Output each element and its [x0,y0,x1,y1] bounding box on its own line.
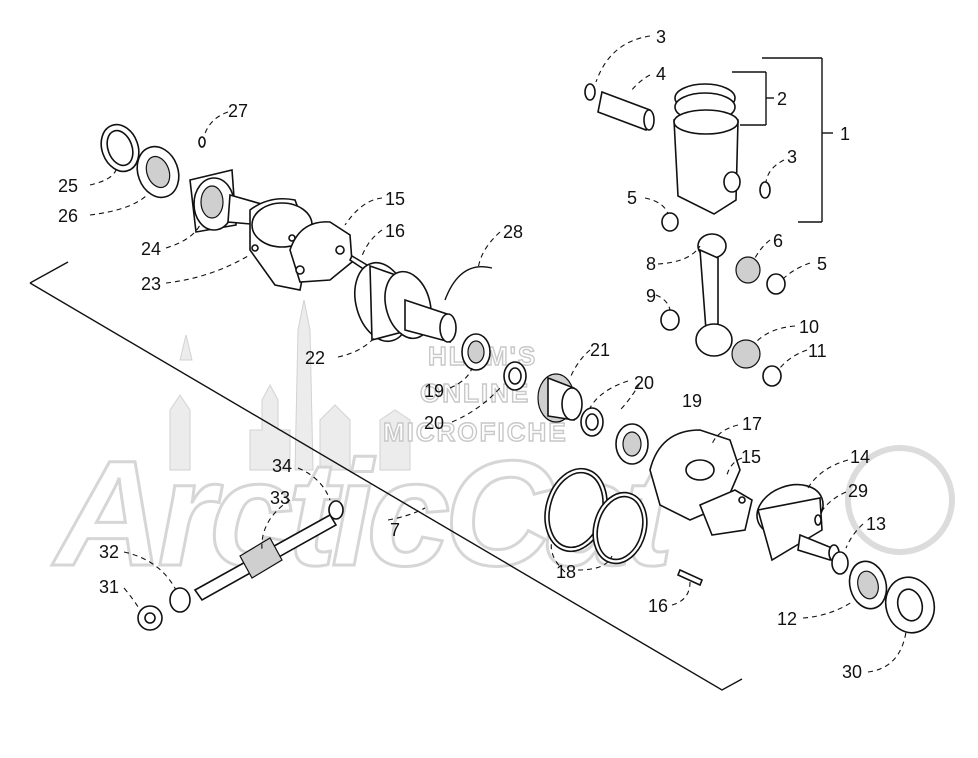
crank-half-left [189,169,313,291]
pin-29 [814,514,822,526]
piston-group [584,83,786,387]
callout-3b: 3 [787,147,797,167]
callout-3a: 3 [656,27,666,47]
watermark-wheel [845,445,955,555]
weight-15-upper [289,221,353,283]
callout-12: 12 [777,609,797,629]
bearing-19-right [615,423,649,465]
callout-20a: 20 [424,413,444,433]
circlip-3a [584,83,596,101]
callout-13: 13 [866,514,886,534]
callout-7: 7 [390,520,400,540]
ring-13 [831,551,849,575]
bearing-26 [136,145,180,199]
callout-6: 6 [773,231,783,251]
callout-19b: 19 [682,391,702,411]
callout-16a: 16 [385,221,405,241]
callout-26: 26 [58,206,78,226]
washer-34 [328,500,344,520]
bearing-19-left [461,333,491,371]
screw-16-lower [676,568,704,587]
callout-18: 18 [556,562,576,582]
callout-9: 9 [646,286,656,306]
watermark-line-3: MICROFICHE [383,417,568,447]
callout-34: 34 [272,456,292,476]
callout-33: 33 [270,488,290,508]
callout-15a: 15 [385,189,405,209]
washer-20-right [580,407,604,437]
callout-24: 24 [141,239,161,259]
callout-25: 25 [58,176,78,196]
callout-31: 31 [99,577,119,597]
gear-shaft-group [137,500,344,631]
bearing-6 [735,256,761,284]
callout-30: 30 [842,662,862,682]
washer-9 [660,309,680,331]
bearing-32 [169,587,191,613]
leader-lines [89,35,907,673]
callout-23: 23 [141,274,161,294]
callout-4: 4 [656,64,666,84]
washer-5b [766,273,786,295]
callout-1: 1 [840,124,850,144]
callout-20b: 20 [634,373,654,393]
snap-ring-28 [444,266,493,301]
callout-22: 22 [305,348,325,368]
washer-20-left [503,361,527,391]
bearing-12 [848,560,888,610]
circlip-3b [759,181,771,199]
bearing-10 [731,339,761,369]
callout-28: 28 [503,222,523,242]
frame-lines [29,57,833,691]
callout-21: 21 [590,340,610,360]
callout-15b: 15 [741,447,761,467]
washer-11 [762,365,782,387]
weight-15-lower [698,489,753,536]
callout-2: 2 [777,89,787,109]
crank-disc-22 [354,261,457,344]
callouts: 1 2 3 3 4 5 5 6 7 8 9 10 11 12 13 14 15 … [58,27,886,682]
callout-11: 11 [808,341,827,361]
seal-30 [884,576,936,634]
callout-10: 10 [799,317,819,337]
crank-half-right [756,483,840,562]
washer-5a [661,212,679,232]
callout-16b: 16 [648,596,668,616]
callout-5a: 5 [627,188,637,208]
callout-27: 27 [228,101,248,121]
callout-32: 32 [99,542,119,562]
callout-17: 17 [742,414,762,434]
pin-27 [198,136,206,148]
seal-25 [100,123,140,173]
callout-5b: 5 [817,254,827,274]
callout-29: 29 [848,481,868,501]
conrod-8 [695,233,733,357]
callout-19a: 19 [424,381,444,401]
callout-8: 8 [646,254,656,274]
gear-21 [537,373,583,423]
watermark-skyline [169,299,411,471]
piston-pin-4 [597,90,651,132]
callout-14: 14 [850,447,870,467]
rings-18 [544,467,648,565]
